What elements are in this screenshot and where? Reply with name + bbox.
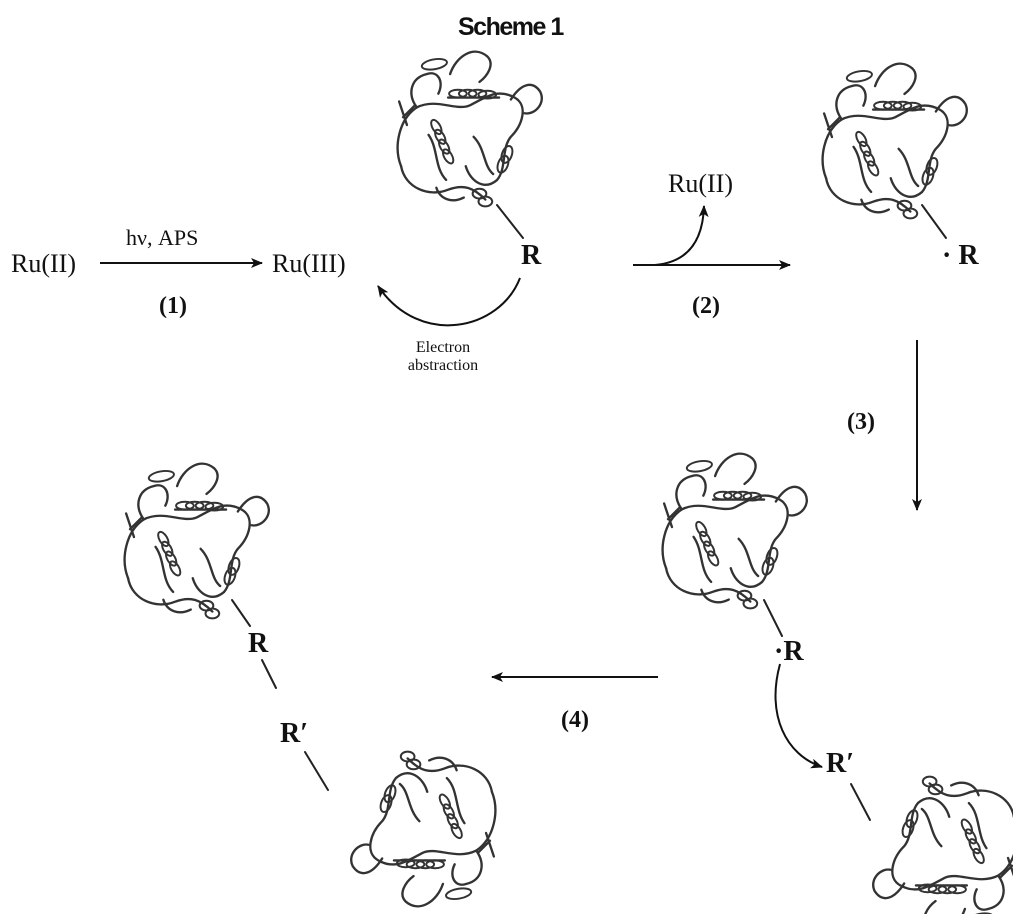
protein-left-lower (350, 750, 497, 908)
arrow-electron-abstraction (377, 277, 521, 327)
note-line2: abstraction (407, 357, 479, 375)
residue-r-prime-mid: R′ (826, 748, 855, 779)
electron-abstraction-note: Electron abstraction (388, 339, 498, 376)
protein-mid-right (661, 452, 808, 610)
tether-lines (231, 204, 947, 821)
step1-conditions: hν, APS (126, 225, 199, 250)
protein-bottom-right (872, 775, 1013, 914)
note-line1: Electron (415, 339, 471, 356)
ru-ii-released-label: Ru(II) (668, 169, 733, 198)
protein-top-center (396, 50, 543, 208)
protein-left-upper (123, 462, 270, 620)
step3-label: (3) (847, 409, 875, 435)
arrow-ru-release (654, 205, 709, 266)
residue-radical-mid: ·R (774, 636, 804, 667)
step1-label: (1) (159, 293, 187, 319)
residue-r-bottom: R (248, 628, 269, 659)
step2-label: (2) (692, 293, 720, 319)
residue-r-prime-bottom: R′ (280, 718, 309, 749)
ru-ii-label: Ru(II) (11, 249, 76, 278)
ru-iii-label: Ru(III) (272, 249, 346, 278)
residue-r-top: R (521, 240, 542, 271)
step4-label: (4) (561, 707, 589, 733)
scheme-title: Scheme 1 (458, 13, 564, 41)
protein-top-right (821, 62, 968, 220)
residue-radical-top: · R (942, 240, 979, 271)
arrow-radical-coupling (774, 663, 823, 769)
